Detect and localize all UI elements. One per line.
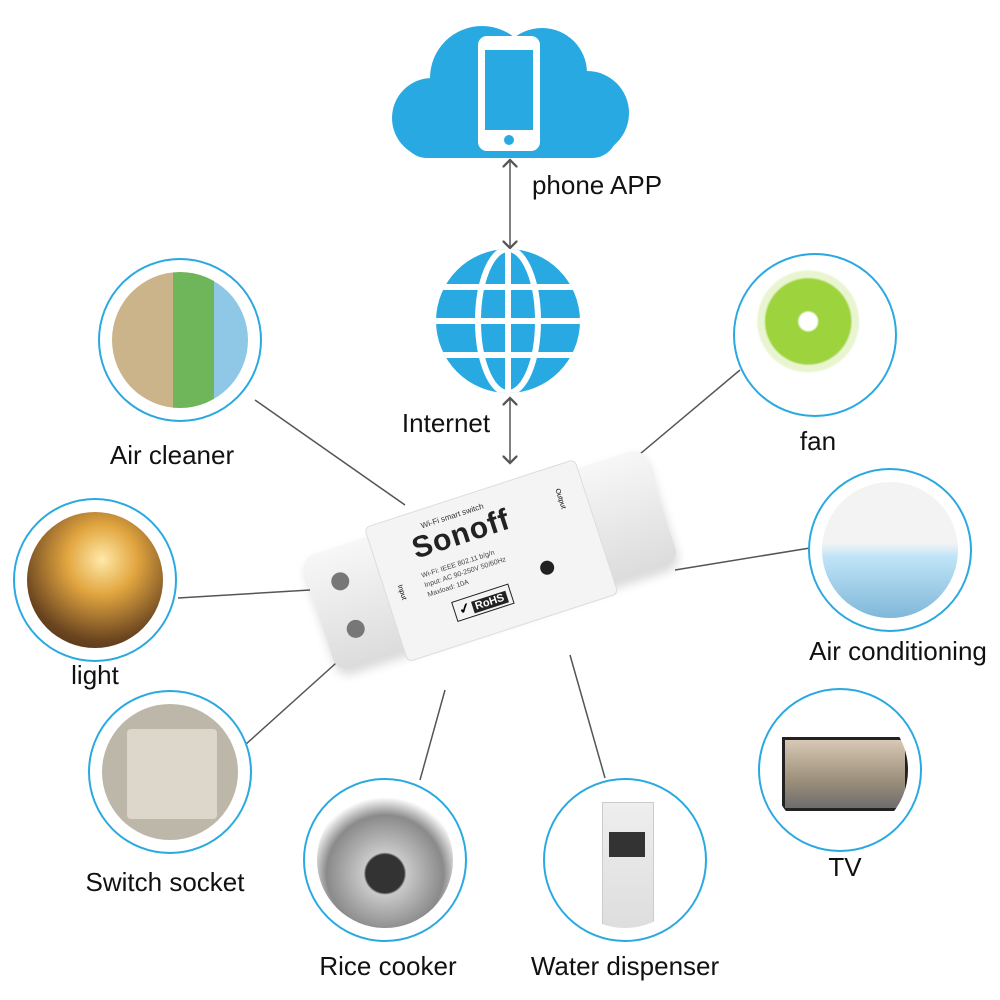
rice-cooker-label: Rice cooker (319, 951, 457, 981)
line-switch-socket (244, 654, 346, 746)
line-light (177, 589, 311, 599)
globe-icon (436, 249, 580, 393)
light-label: light (71, 660, 119, 690)
internet-label: Internet (401, 408, 491, 438)
rice-cooker-image (303, 778, 467, 942)
switch-socket-image (88, 690, 252, 854)
fan-image (733, 253, 897, 417)
phone-app-label: phone APP (531, 170, 663, 200)
fan-label: fan (799, 426, 837, 456)
air-conditioning-image (808, 468, 972, 632)
water-dispenser-image (543, 778, 707, 942)
water-dispenser-label: Water dispenser (530, 951, 720, 981)
tv-image (758, 688, 922, 852)
phone-icon (478, 36, 540, 151)
cloud-icon (392, 26, 629, 158)
switch-socket-label: Switch socket (85, 867, 245, 897)
air-cleaner-image (98, 258, 262, 422)
line-water-dispenser (569, 654, 606, 779)
line-rice-cooker (419, 689, 446, 781)
tv-label: TV (828, 852, 862, 882)
line-air-cleaner (254, 399, 406, 506)
air-cleaner-label: Air cleaner (109, 440, 235, 470)
line-air-conditioning (674, 547, 811, 571)
air-conditioning-label: Air conditioning (809, 636, 987, 666)
light-image (13, 498, 177, 662)
